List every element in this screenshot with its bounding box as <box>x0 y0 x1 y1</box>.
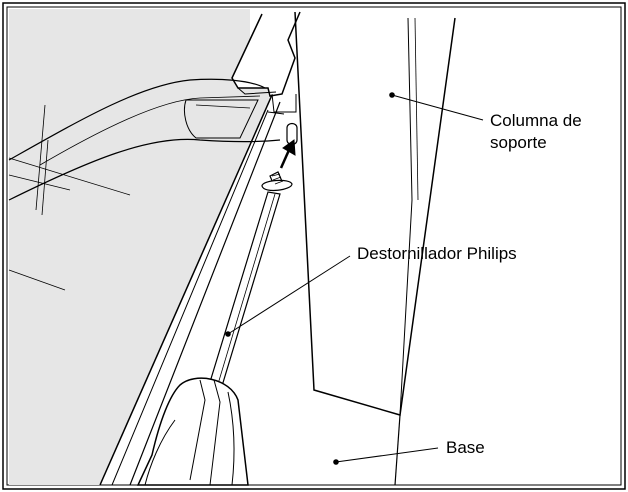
shelf-curve-outer <box>8 78 266 161</box>
base-front-edge <box>394 414 401 486</box>
top-bracket-inner <box>237 87 277 95</box>
leader-line-base <box>335 447 439 463</box>
screwdriver-handle-band-4 <box>227 391 235 486</box>
top-bracket-inner-2 <box>271 93 297 113</box>
screwdriver-shaft-highlight <box>217 193 276 385</box>
screw-thread <box>271 173 284 185</box>
label-base: Base <box>446 438 485 457</box>
leader-line-columna <box>391 94 484 121</box>
panel-edge-inner <box>111 109 269 486</box>
figure-inner-frame <box>6 6 622 486</box>
top-bracket-groove <box>267 111 285 115</box>
screw-slot <box>286 122 298 146</box>
label-columna-line1: Columna de <box>490 111 582 130</box>
reflection-line-2 <box>41 139 49 216</box>
reflection-line-4 <box>8 174 71 191</box>
top-bracket <box>231 11 301 97</box>
screwdriver-handle-band-3 <box>144 419 176 486</box>
label-destornillador-philips: Destornillador Philips <box>357 244 517 263</box>
leader-line-destornillador <box>227 255 351 335</box>
reflection-line-5 <box>8 269 66 291</box>
leader-dot-columna <box>389 92 395 98</box>
shelf-curve-mid <box>39 95 261 166</box>
shelf-tab <box>183 99 259 139</box>
reflection-line-3 <box>8 157 131 196</box>
reflection-line-1 <box>35 104 46 211</box>
support-column-front-edge <box>399 17 413 416</box>
grey-panel <box>9 9 272 485</box>
shelf-tab-2 <box>195 104 251 109</box>
screwdriver-handle-band-1 <box>189 379 206 481</box>
support-column-inner-edge <box>414 17 419 201</box>
insertion-arrow-head <box>282 139 296 156</box>
leader-dot-destornillador <box>225 331 231 337</box>
screwdriver-handle <box>136 377 249 486</box>
panel-edge <box>99 94 273 486</box>
insertion-arrow-shaft <box>279 149 291 169</box>
support-column <box>294 11 456 416</box>
leader-dot-base <box>333 459 339 465</box>
panel-bevel <box>129 101 281 486</box>
screwdriver-handle-band-2 <box>209 379 221 486</box>
label-columna-de-soporte: Columna de soporte <box>490 110 582 154</box>
screw-head <box>261 179 293 192</box>
label-columna-line2: soporte <box>490 133 547 152</box>
shelf-curve-inner <box>8 138 281 201</box>
